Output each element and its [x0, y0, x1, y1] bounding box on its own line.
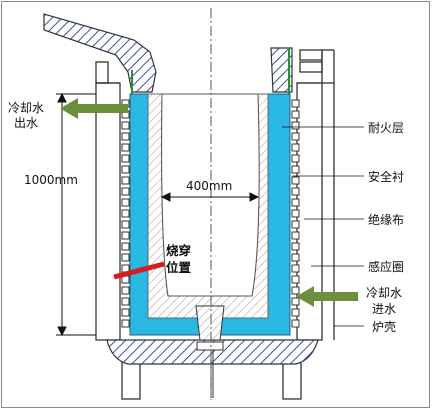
- coil-turn: [291, 132, 300, 141]
- crucible-cavity: [161, 93, 260, 297]
- cooling-water-in-line1: 冷却水: [366, 286, 402, 300]
- coil-turn: [291, 121, 300, 130]
- coil-turn: [291, 231, 300, 240]
- callout-leaders: [282, 126, 364, 327]
- bottom-plug: [195, 305, 225, 398]
- shell-label: 炉壳: [372, 320, 396, 334]
- coil-turn: [291, 209, 300, 218]
- coil-turn: [291, 308, 300, 317]
- coil-turn: [291, 220, 300, 229]
- top-collar: [270, 47, 293, 93]
- coil-turn: [291, 110, 300, 119]
- height-label: 1000mm: [24, 173, 78, 187]
- coil-turn: [291, 275, 300, 284]
- coil-turn: [121, 253, 130, 262]
- safety-lining-label: 安全衬: [368, 169, 404, 184]
- coil-turn: [291, 297, 300, 306]
- width-dimension: [160, 192, 260, 202]
- coil-turn: [121, 198, 130, 207]
- induction-coil: [121, 99, 300, 328]
- insulation-label: 绝缘布: [368, 212, 404, 227]
- coil-turn: [121, 209, 130, 218]
- coil-turn: [121, 242, 130, 251]
- coil-turn: [121, 132, 130, 141]
- coil-turn: [291, 187, 300, 196]
- coil-turn: [291, 286, 300, 295]
- coil-turn: [121, 286, 130, 295]
- coil-turn: [121, 121, 130, 130]
- refractory-label: 耐火层: [368, 121, 404, 135]
- coil-turn: [291, 176, 300, 185]
- cooling-water-out-line2: 出水: [14, 116, 38, 130]
- coil-turn: [121, 187, 130, 196]
- burn-through-line1: 烧穿: [166, 243, 191, 258]
- coil-turn: [291, 242, 300, 251]
- coil-turn: [291, 264, 300, 273]
- coil-turn: [291, 319, 300, 328]
- coil-turn: [121, 319, 130, 328]
- coil-turn: [121, 165, 130, 174]
- coil-turn: [291, 198, 300, 207]
- coil-turn: [291, 154, 300, 163]
- coil-turn: [121, 308, 130, 317]
- cooling-water-out-line1: 冷却水: [8, 101, 44, 115]
- burn-through-line2: 位置: [166, 260, 192, 275]
- coil-turn: [121, 297, 130, 306]
- cooling-water-in-arrow: [296, 286, 358, 307]
- coil-turn: [121, 176, 130, 185]
- coil-turn: [121, 220, 130, 229]
- coil-turn: [291, 165, 300, 174]
- coil-turn: [291, 253, 300, 262]
- coil-turn: [121, 143, 130, 152]
- width-label: 400mm: [186, 179, 232, 193]
- coil-turn: [291, 143, 300, 152]
- height-dimension: [56, 92, 96, 337]
- burn-through-marker: [113, 261, 165, 280]
- pouring-spout: [43, 13, 157, 93]
- cooling-water-out-arrow: [60, 98, 128, 119]
- coil-turn: [121, 154, 130, 163]
- coil-label: 感应圈: [368, 259, 404, 274]
- coil-turn: [291, 99, 300, 108]
- cooling-water-in-line2: 进水: [372, 302, 396, 316]
- coil-turn: [121, 231, 130, 240]
